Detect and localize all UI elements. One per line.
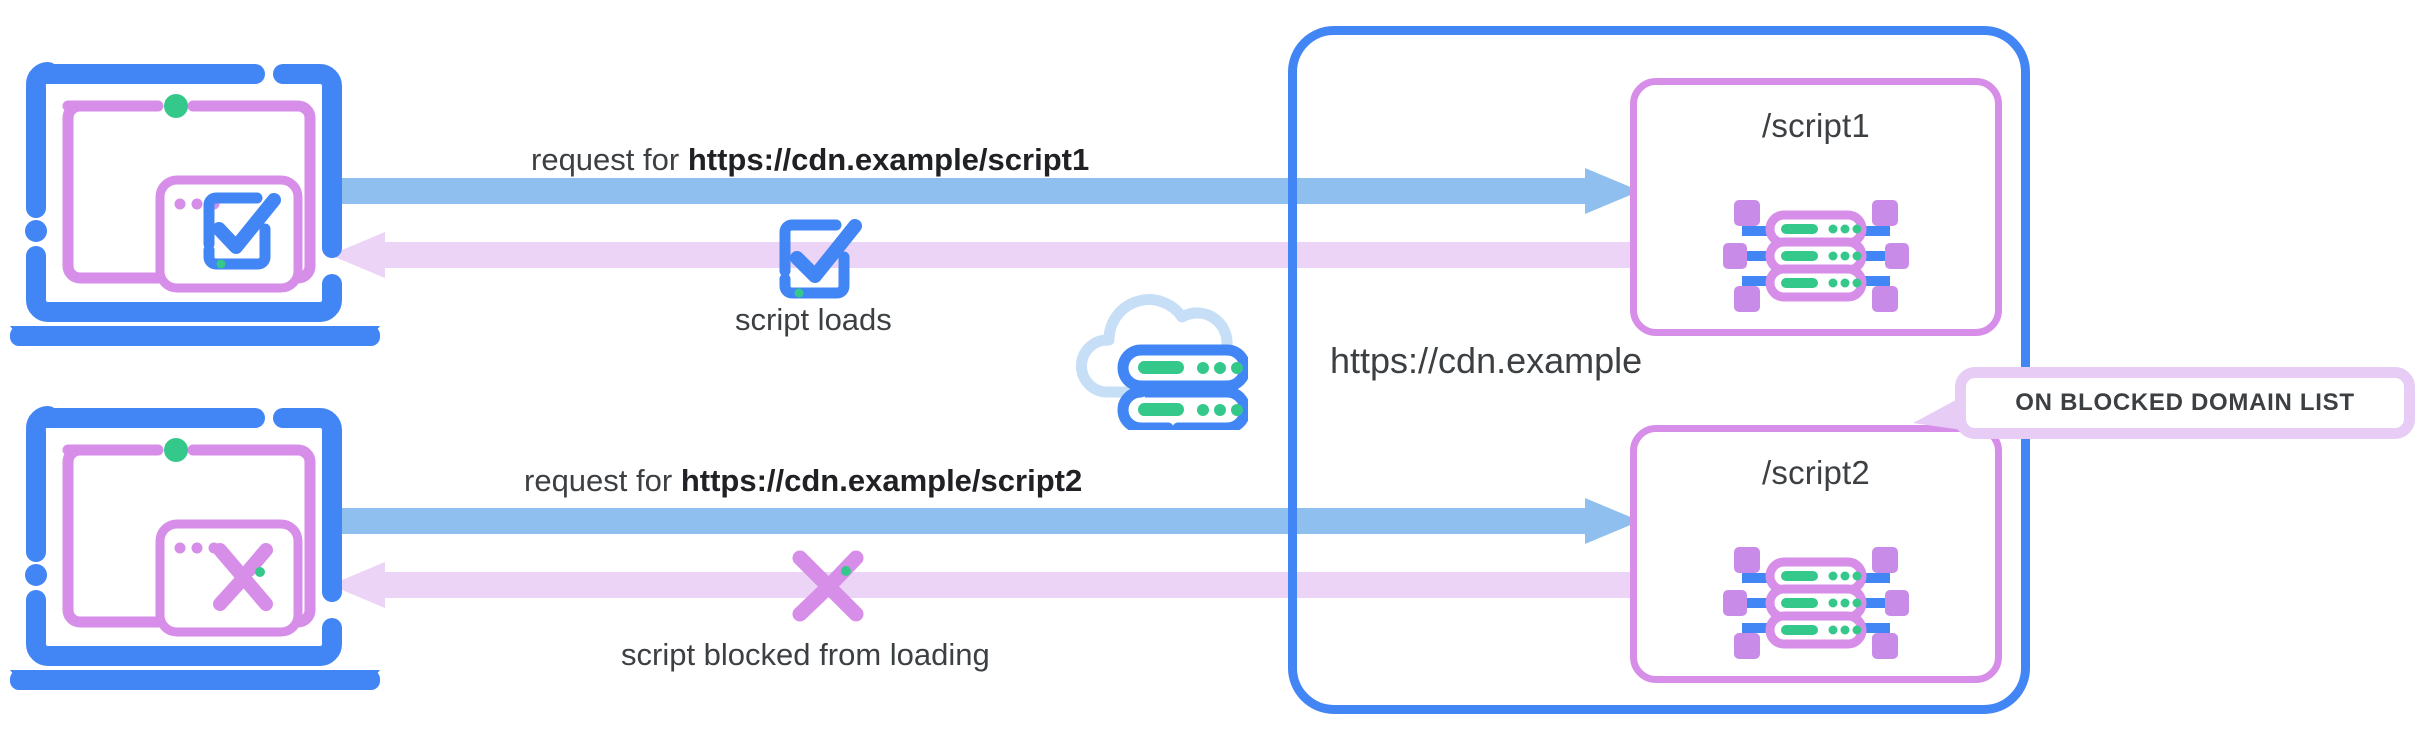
- request-label-script2: request for https://cdn.example/script2: [524, 463, 1082, 499]
- request-prefix-script1: request for: [531, 142, 688, 177]
- blocked-domain-callout: ON BLOCKED DOMAIN LIST: [1913, 367, 2415, 439]
- request-url-script1: https://cdn.example/script1: [687, 142, 1090, 177]
- request-arrow-script1: [330, 168, 1640, 214]
- callout-body: ON BLOCKED DOMAIN LIST: [1955, 367, 2415, 439]
- checkmark-box-icon: [203, 192, 281, 270]
- script-label-script1: /script1: [1762, 107, 1870, 144]
- cdn-url-label: https://cdn.example: [1330, 340, 1643, 381]
- cross-x-icon: [213, 543, 273, 611]
- script-box-script2: /script2: [1630, 425, 2002, 683]
- script-blocked-cross-icon: [792, 550, 864, 622]
- status-label-script2: script blocked from loading: [621, 637, 990, 672]
- script-box-script1: /script1: [1630, 78, 2002, 336]
- request-url-script2: https://cdn.example/script2: [680, 463, 1083, 498]
- script-label-script2: /script2: [1762, 454, 1870, 491]
- status-label-script1: script loads: [735, 302, 892, 337]
- request-arrow-script2: [330, 498, 1640, 544]
- request-label-script1: request for https://cdn.example/script1: [531, 142, 1089, 178]
- laptop-icon-script1: [10, 62, 380, 346]
- server-rack-icon-script1: [1723, 200, 1909, 312]
- cloud-server-icon: [1076, 294, 1248, 430]
- script-loads-check-icon: [779, 219, 862, 299]
- laptop-icon-script2: [10, 406, 380, 690]
- server-rack-icon-script2: [1723, 547, 1909, 659]
- callout-text: ON BLOCKED DOMAIN LIST: [2015, 389, 2355, 416]
- response-arrow-script1: [330, 232, 1640, 278]
- request-prefix-script2: request for: [524, 463, 681, 498]
- response-arrow-script2: [330, 562, 1640, 608]
